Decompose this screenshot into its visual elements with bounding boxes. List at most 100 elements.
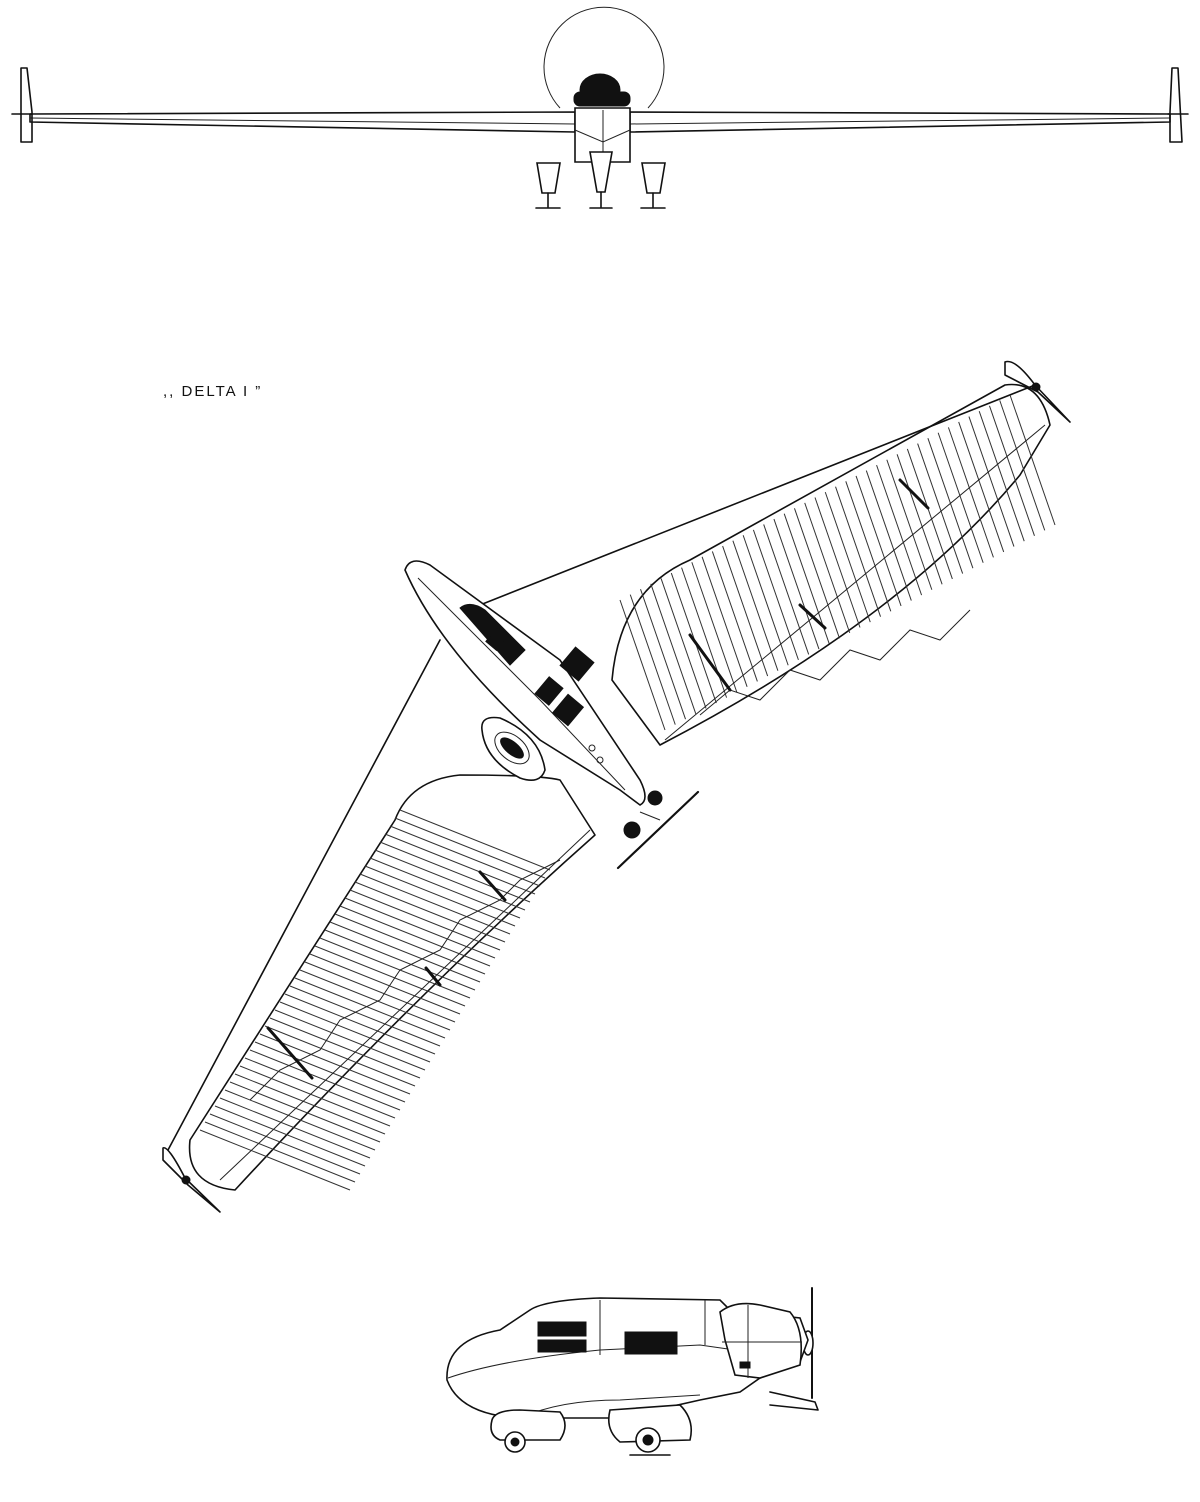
wing-rib [199, 1129, 351, 1191]
wing-rib [650, 583, 697, 714]
wing-rib [763, 524, 810, 655]
wing-rib [978, 411, 1025, 542]
wing-rib [294, 977, 446, 1039]
wing-rib [968, 416, 1015, 547]
wing-rib [629, 594, 676, 725]
wing-rib [865, 470, 912, 601]
wing-rib [259, 1033, 411, 1095]
right-wingtip-fin [1169, 67, 1183, 143]
wing-rib [244, 1057, 396, 1119]
wing-rib [814, 497, 861, 628]
wing-rib [742, 535, 789, 666]
wing-rib [264, 1025, 416, 1087]
wing-rib [309, 953, 461, 1015]
wing-rib [369, 857, 521, 919]
wing-rib [917, 443, 964, 574]
side-window-front [537, 1321, 587, 1337]
wing-rib [752, 529, 799, 661]
wing-rib [239, 1065, 391, 1127]
wing-rib [324, 929, 476, 991]
wing-rib [379, 841, 531, 903]
right-wing-leading-edge [479, 384, 1036, 606]
wing-rib [660, 578, 707, 709]
wing-rib [229, 1081, 381, 1143]
left-wingtip-fin [20, 67, 33, 143]
wing-rib [1009, 394, 1056, 526]
wing-rib [374, 849, 526, 911]
side-window-rear [624, 1331, 678, 1355]
wing-rib [359, 873, 511, 935]
wing-rib [214, 1105, 366, 1167]
wing-rib [783, 513, 830, 644]
wing-rib [886, 459, 933, 590]
wing-rib [279, 1001, 431, 1063]
wing-rib [364, 865, 516, 927]
wing-rib [254, 1041, 406, 1103]
wing-rib [314, 945, 466, 1007]
wing-rib [804, 502, 851, 634]
front-landing-gear [535, 151, 666, 209]
wing-rib [691, 562, 738, 693]
wing-rib [711, 551, 758, 682]
wing-rib [906, 448, 953, 580]
top-left-wingtip [162, 1147, 221, 1213]
wing-rib [299, 969, 451, 1031]
top-right-wingtip [1004, 360, 1071, 423]
side-view [446, 1287, 819, 1456]
wing-rib [794, 508, 840, 639]
wing-rib [354, 881, 506, 943]
right-wing-panel [611, 383, 1056, 746]
wing-rib [732, 540, 779, 671]
wing-rib [219, 1097, 371, 1159]
wing-rib [958, 421, 1005, 553]
wing-rib [204, 1121, 356, 1183]
wing-rib [344, 897, 496, 959]
wing-rib [339, 905, 491, 967]
wing-rib [619, 599, 666, 731]
wing-rib [319, 937, 471, 999]
front-right-wing [629, 111, 1171, 133]
aircraft-title: ,, DELTA I ” [163, 383, 263, 400]
left-wing-leading-edge [167, 639, 441, 1151]
wing-rib [284, 993, 436, 1055]
side-window-mid [537, 1339, 587, 1353]
top-fuselage [404, 560, 646, 806]
wing-rib [773, 518, 820, 650]
wing-rib [896, 454, 943, 585]
wing-rib [989, 405, 1035, 536]
wing-rib [937, 432, 984, 563]
engine-pod [481, 716, 546, 781]
wing-rib [835, 486, 881, 617]
wing-rib [329, 921, 481, 983]
wing-rib [701, 556, 748, 688]
front-view [11, 6, 1189, 209]
wing-rib [389, 825, 541, 887]
wing-rib [824, 491, 871, 623]
wing-rib [722, 545, 769, 677]
wing-rib [845, 481, 892, 612]
wing-rib [269, 1017, 421, 1079]
top-propeller [616, 790, 700, 870]
side-landing-gear [490, 1404, 693, 1456]
wing-rib [304, 961, 456, 1023]
wing-rib [947, 427, 994, 558]
propeller-disc [543, 6, 665, 109]
wing-rib [289, 985, 441, 1047]
wing-rib [855, 475, 902, 607]
side-fin [719, 1302, 803, 1379]
wing-rib [224, 1089, 376, 1151]
top-view [162, 360, 1071, 1213]
wing-rib [876, 464, 923, 596]
wing-rib [274, 1009, 426, 1071]
wing-rib [234, 1073, 386, 1135]
side-fuselage [446, 1297, 809, 1419]
wing-rib [384, 833, 536, 895]
wing-rib [999, 400, 1046, 531]
left-wing-panel [188, 774, 596, 1191]
wing-rib [399, 809, 551, 871]
wing-rib [209, 1113, 361, 1175]
wing-rib [349, 889, 501, 951]
front-left-wing [29, 111, 576, 133]
wing-rib [640, 589, 686, 720]
